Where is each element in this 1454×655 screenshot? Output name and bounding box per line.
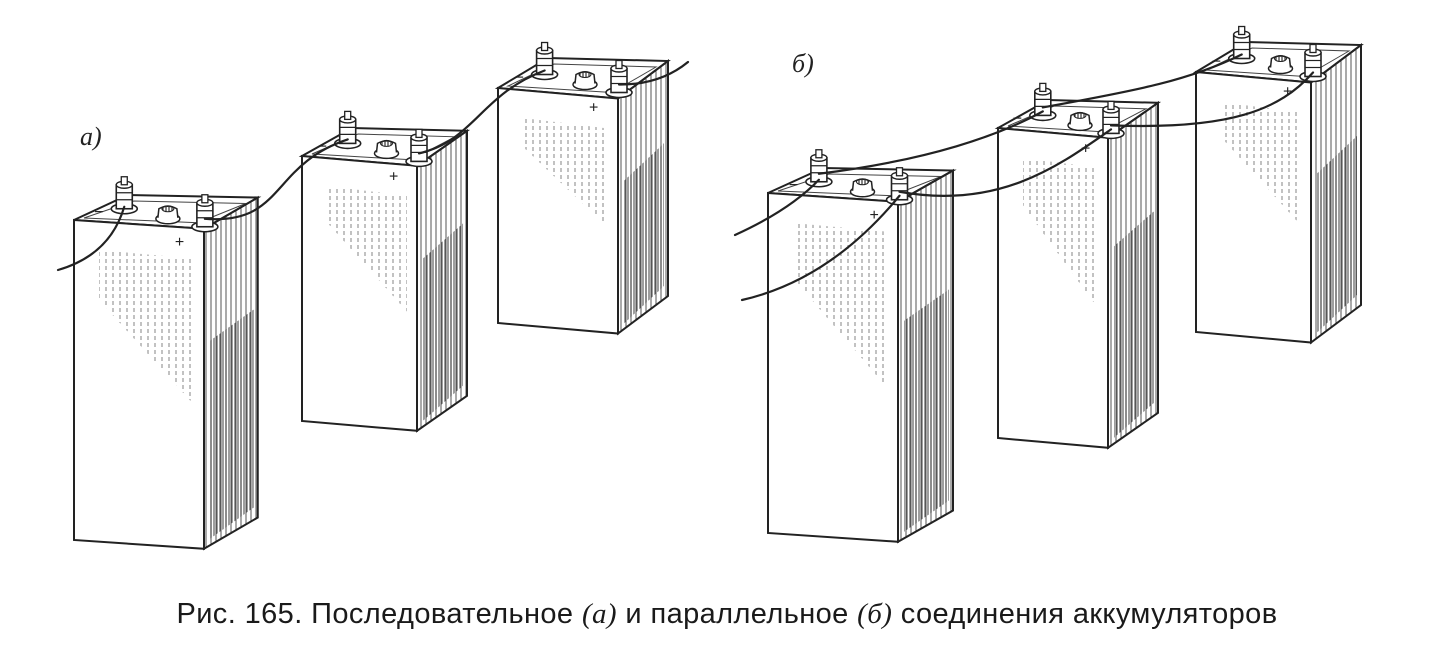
- plus-sign: +: [1081, 140, 1090, 157]
- caption-b-ref: (б): [857, 598, 893, 630]
- plus-terminal: [605, 59, 633, 99]
- battery: −+: [1192, 25, 1364, 345]
- panel-a-label: а): [80, 122, 102, 151]
- series-wire-2: [417, 69, 546, 155]
- minus-sign: −: [789, 177, 798, 194]
- figure-caption: Рис. 165. Последовательное (а) и паралле…: [0, 598, 1454, 631]
- caption-suffix: соединения аккумуляторов: [900, 598, 1278, 630]
- series-batteries: −+−+−+: [73, 41, 671, 551]
- plus-sign: +: [589, 100, 598, 117]
- battery: −+: [494, 41, 671, 336]
- battery: −+: [73, 176, 262, 551]
- filler-cap: [1067, 111, 1093, 132]
- battery: −+: [767, 149, 957, 544]
- parallel-wire-minus-in: [733, 178, 820, 237]
- parallel-wire-plus-1: [898, 128, 1113, 197]
- plus-terminal: [405, 128, 433, 168]
- filler-cap: [1267, 55, 1294, 75]
- series-wire-out: [617, 60, 690, 86]
- series-wire-1: [203, 138, 349, 221]
- battery: −+: [298, 110, 471, 433]
- filler-cap: [155, 205, 181, 225]
- parallel-wire-minus-1: [817, 110, 1044, 175]
- minus-terminal: [805, 149, 833, 188]
- plus-sign: +: [870, 207, 879, 224]
- panel-b-label: б): [792, 49, 814, 78]
- caption-prefix: Рис. 165. Последовательное: [176, 598, 574, 630]
- plus-terminal: [1097, 100, 1125, 140]
- minus-sign: −: [1013, 110, 1022, 127]
- series-wires: [56, 60, 690, 272]
- minus-terminal: [1029, 82, 1057, 122]
- parallel-wires: [733, 53, 1315, 302]
- plus-sign: +: [389, 168, 398, 185]
- caption-a-ref: (а): [581, 598, 617, 630]
- plus-sign: +: [1283, 84, 1292, 101]
- plus-terminal: [191, 194, 219, 233]
- parallel-wire-minus-2: [1041, 53, 1243, 109]
- parallel-wire-plus-in: [740, 194, 901, 302]
- minus-sign: −: [318, 138, 327, 155]
- caption-mid: и параллельное: [625, 598, 849, 630]
- filler-cap: [373, 139, 400, 160]
- series-wire-in: [56, 205, 126, 272]
- parallel-wire-plus-2: [1109, 71, 1315, 128]
- minus-terminal: [333, 110, 362, 150]
- plus-sign: +: [175, 234, 184, 251]
- minus-sign: −: [94, 204, 103, 221]
- filler-cap: [849, 178, 876, 198]
- filler-cap: [572, 71, 598, 91]
- minus-sign: −: [515, 70, 524, 87]
- battery: −+: [994, 82, 1162, 450]
- minus-sign: −: [1212, 54, 1221, 71]
- parallel-batteries: −+−+−+: [767, 25, 1364, 544]
